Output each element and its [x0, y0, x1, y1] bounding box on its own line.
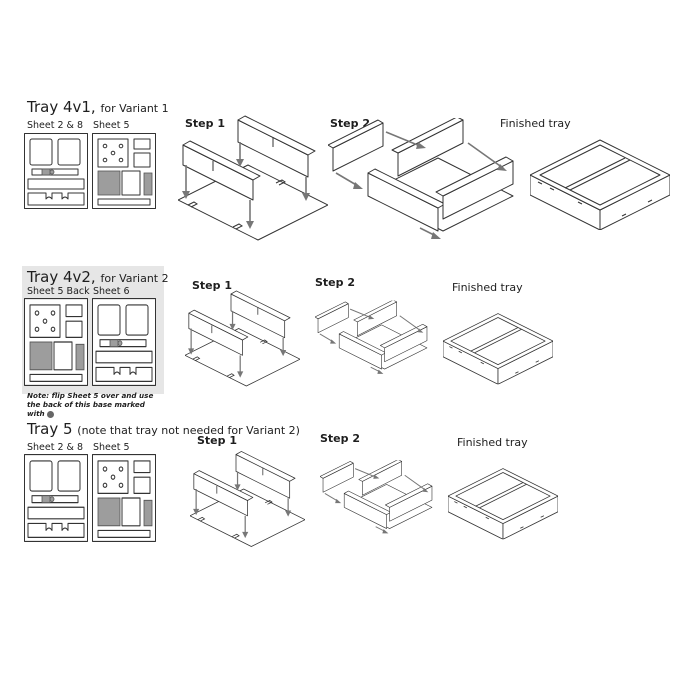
section-title: Tray 4v2, for Variant 2 [27, 270, 169, 285]
finished-label: Finished tray [500, 117, 571, 130]
finished-tray-diagram [448, 460, 558, 540]
sheet-right-label: Sheet 5 [93, 120, 130, 131]
step1-label: Step 1 [192, 279, 232, 292]
tray-4v1-section: Tray 4v1, for Variant 1 Sheet 2 & 8 Shee… [0, 0, 700, 260]
sheet-right-diagram [92, 133, 156, 209]
title-sub: (note that tray not needed for Variant 2… [77, 424, 300, 437]
step2-label: Step 2 [315, 276, 355, 289]
tray-4v2-section: Tray 4v2, for Variant 2 Sheet 5 Back She… [0, 260, 700, 420]
note-text: Note: flip Sheet 5 over and use the back… [27, 391, 154, 418]
sheet-left-label: Sheet 5 Back [27, 286, 90, 297]
step2-diagram [320, 452, 435, 547]
title-main: Tray 4v1, [27, 98, 96, 116]
sheet-right-diagram [92, 298, 156, 386]
step1-label: Step 1 [185, 117, 225, 130]
title-main: Tray 5 [27, 420, 73, 438]
finished-tray-diagram [443, 305, 553, 385]
step1-diagram [190, 448, 305, 553]
step2-diagram [315, 295, 430, 385]
step2-label: Step 2 [320, 432, 360, 445]
step2-diagram [328, 118, 518, 248]
sheet-right-label: Sheet 5 [93, 442, 130, 453]
step1-diagram [185, 290, 300, 390]
section-title: Tray 4v1, for Variant 1 [27, 100, 169, 115]
step1-diagram [178, 115, 328, 245]
sheet-left-label: Sheet 2 & 8 [27, 120, 84, 131]
sheet-left-diagram [24, 298, 88, 386]
finished-tray-diagram [530, 130, 670, 230]
sheet-left-diagram [24, 454, 88, 542]
section-title: Tray 5 (note that tray not needed for Va… [27, 422, 300, 437]
sheet-right-diagram [92, 454, 156, 542]
title-sub: for Variant 2 [100, 272, 169, 285]
hexagon-mark-icon [47, 410, 55, 418]
title-sub: for Variant 1 [100, 102, 169, 115]
flip-note: Note: flip Sheet 5 over and use the back… [27, 391, 162, 418]
sheet-left-label: Sheet 2 & 8 [27, 442, 84, 453]
finished-label: Finished tray [457, 436, 528, 449]
sheet-right-label: Sheet 6 [93, 286, 130, 297]
step2-label: Step 2 [330, 117, 370, 130]
title-main: Tray 4v2, [27, 268, 96, 286]
step1-label: Step 1 [197, 434, 237, 447]
finished-label: Finished tray [452, 281, 523, 294]
tray-5-section: Tray 5 (note that tray not needed for Va… [0, 420, 700, 560]
sheet-left-diagram [24, 133, 88, 209]
